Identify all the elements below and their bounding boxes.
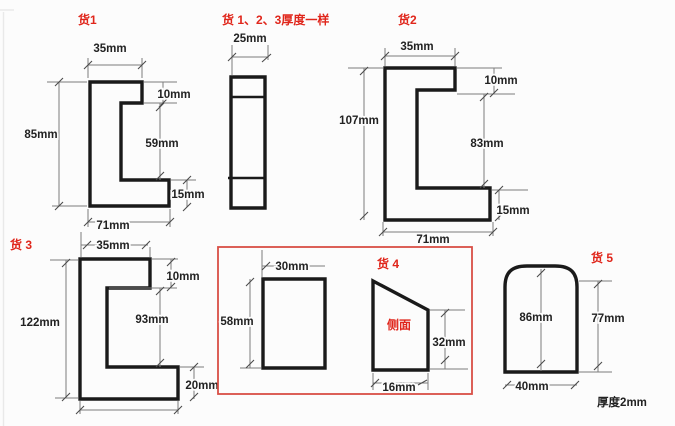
item1-figure: 货1 35mm 85mm 10mm: [23, 11, 207, 234]
item1-label: 货1: [78, 12, 97, 27]
item4-side-outline: [371, 278, 430, 372]
item5-bottom-width-label: 40mm: [515, 381, 548, 393]
item1-dim-bottom-lip: 15mm: [170, 175, 206, 212]
bar-dim-width: [227, 45, 272, 75]
item2-dim-top-width: 35mm: [380, 39, 460, 66]
item1-dim-inner: 59mm: [144, 102, 180, 181]
item1-dim-top-width: 35mm: [83, 41, 147, 78]
item2-dim-bottom-width: 71mm: [378, 222, 498, 248]
item2-dim-height: 107mm: [337, 66, 383, 221]
item4-dim-side-height: 32mm: [430, 308, 468, 370]
item4-side-bottom-label: 16mm: [382, 382, 415, 394]
item1-height-label: 85mm: [24, 129, 57, 141]
item2-top-width-label: 35mm: [400, 41, 433, 53]
item2-height-label: 107mm: [339, 115, 379, 127]
item1-bottom-width-label: 71mm: [96, 220, 129, 232]
item4-label: 货 4: [377, 256, 399, 271]
item2-dim-inner: 83mm: [469, 92, 505, 189]
item4-figure: 货 4 30mm 58mm 侧面 32mm: [217, 246, 473, 396]
item2-bottom-lip-label: 15mm: [496, 205, 529, 217]
item4-side-view-label: 侧面: [387, 317, 411, 332]
item2-dim-lip: 10mm: [457, 67, 519, 98]
item4-front-outline: [261, 277, 327, 370]
item3-profile-outline: [78, 257, 180, 401]
item1-top-width-label: 35mm: [93, 43, 126, 55]
item3-dim-bottom-lip: 20mm: [180, 362, 220, 402]
item4-dim-side-bottom: 16mm: [370, 373, 429, 396]
item3-top-width-label: 35mm: [96, 240, 129, 252]
item4-front-width-label: 30mm: [275, 261, 308, 273]
item2-dim-bottom-lip: 15mm: [492, 185, 531, 222]
item3-dim-bottom-width-unlabeled: [75, 401, 183, 415]
item5-right-height-label: 77mm: [591, 313, 624, 325]
item3-lip-label: 10mm: [166, 271, 199, 283]
item2-lip-label: 10mm: [484, 75, 517, 87]
item4-highlight-box: [217, 246, 473, 395]
item4-dim-front-width: 30mm: [261, 250, 325, 277]
item1-dim-lip: 10mm: [144, 81, 192, 108]
thickness-footnote: 厚度2mm: [597, 395, 647, 409]
bar-outline: [229, 75, 267, 210]
item1-dim-bottom-width: 71mm: [83, 209, 175, 234]
bar-width-label: 25mm: [233, 33, 266, 45]
item1-inner-label: 59mm: [145, 138, 178, 150]
item4-dim-front-height: 58mm: [219, 277, 261, 369]
item1-lip-label: 10mm: [157, 89, 190, 101]
thickness-note-label: 货 1、2、3厚度一样: [222, 12, 329, 27]
item2-label: 货2: [398, 12, 417, 27]
item2-inner-label: 83mm: [470, 138, 503, 150]
item5-dim-bottom-width: 40mm: [502, 379, 580, 395]
item1-dim-height: 85mm: [23, 77, 87, 211]
item3-dim-inner: 93mm: [134, 286, 170, 368]
item3-figure: 货 3 35mm 122mm 10mm: [9, 232, 220, 415]
item3-label: 货 3: [10, 237, 32, 252]
item5-dim-center-height: 86mm: [518, 268, 554, 371]
item3-inner-label: 93mm: [135, 314, 168, 326]
item3-dim-top-width: 35mm: [80, 232, 151, 257]
item5-center-height-label: 86mm: [519, 312, 552, 324]
item4-front-height-label: 58mm: [220, 316, 253, 328]
item4-side-height-label: 32mm: [432, 337, 465, 349]
item5-label: 货 5: [591, 250, 613, 265]
item5-figure: 货 5 86mm 77mm 40mm: [502, 249, 626, 395]
thickness-bar-figure: 货 1、2、3厚度一样 25mm: [221, 11, 330, 210]
item1-bottom-lip-label: 15mm: [171, 189, 204, 201]
item3-dim-height: 122mm: [18, 258, 78, 402]
item5-dome-outline: [503, 264, 579, 374]
item3-height-label: 122mm: [20, 317, 60, 329]
item3-dim-lip: 10mm: [109, 257, 201, 292]
item2-bottom-width-label: 71mm: [416, 234, 449, 246]
item3-bottom-lip-label: 20mm: [185, 380, 218, 392]
item1-profile-outline: [88, 80, 171, 208]
item5-dim-right-height: 77mm: [579, 279, 626, 373]
item2-profile-outline: [383, 66, 492, 222]
item2-figure: 货2 35mm 107mm 10mm 8: [337, 11, 531, 248]
